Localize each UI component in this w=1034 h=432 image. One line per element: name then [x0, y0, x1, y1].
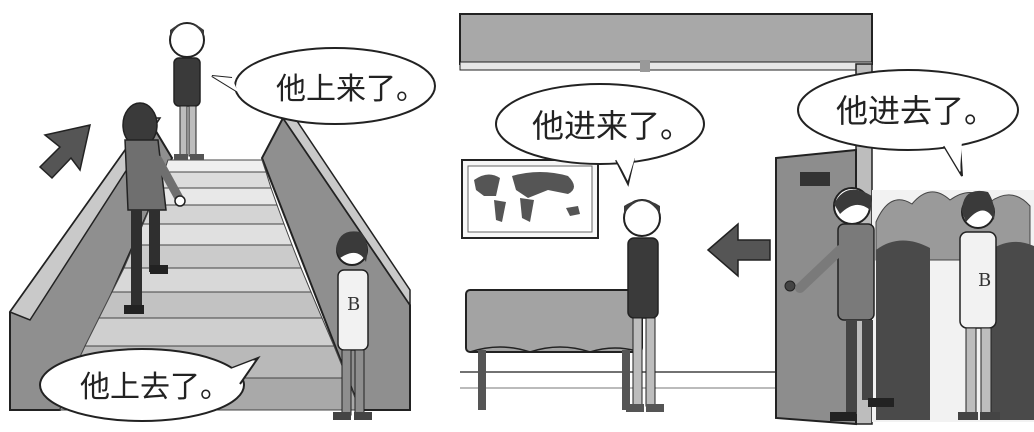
bubble-text-up-go: 他上去了。	[80, 370, 230, 405]
right-panel-room: B 他进来了。 他进去了。	[459, 13, 1034, 426]
shirt-letter-left: B	[347, 294, 360, 315]
man-entering	[795, 187, 894, 421]
table	[465, 289, 643, 410]
person-b-left: B	[333, 231, 372, 420]
bubble-text-in-come: 他进来了。	[532, 107, 692, 145]
left-panel-staircase: B 他上来了。 他上去了。	[8, 22, 436, 422]
man-at-top	[169, 22, 205, 160]
left-arrow-icon	[706, 222, 771, 278]
speech-bubble-in-come: 他进来了。	[495, 83, 705, 187]
up-arrow-icon	[38, 124, 91, 180]
bubble-text-in-go: 他进去了。	[836, 92, 996, 130]
speech-bubble-up-come: 他上来了。	[211, 47, 436, 125]
world-map-icon	[461, 159, 599, 239]
stair-left-rail	[8, 117, 162, 321]
man-inside	[623, 199, 664, 412]
shirt-letter-right: B	[978, 270, 991, 291]
person-b-right: B	[958, 190, 1000, 420]
speech-bubble-in-go: 他进去了。	[797, 69, 1019, 177]
outdoor-trees	[872, 190, 1034, 422]
speech-bubble-up-go: 他上去了。	[39, 348, 261, 422]
bubble-text-up-come: 他上来了。	[276, 72, 426, 107]
ceiling-beam	[459, 13, 873, 65]
woman-climbing	[122, 102, 186, 314]
open-door	[775, 148, 857, 426]
